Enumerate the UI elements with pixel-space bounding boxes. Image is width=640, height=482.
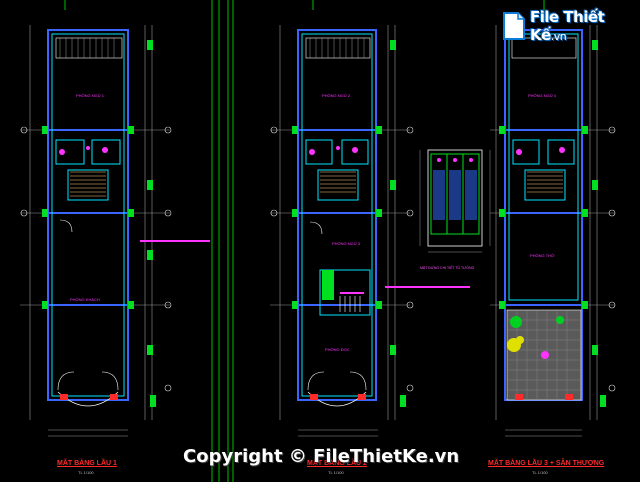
brand-suffix: .vn <box>550 30 567 43</box>
plan-scale-3: TL 1/100 <box>532 470 548 475</box>
plan-title-1: MẶT BẰNG LẦU 1 <box>57 460 117 467</box>
room-label-p1-bottom: PHÒNG KHÁCH <box>70 297 100 302</box>
brand-logo: File Thiết Kế.vn <box>500 8 618 44</box>
room-label-p2-mid: PHÒNG NGỦ 3 <box>332 241 361 246</box>
plan-scale-1: TL 1/100 <box>78 470 94 475</box>
copyright-watermark: Copyright © FileThietKe.vn <box>183 446 460 467</box>
floor-plan-1 <box>20 25 210 437</box>
room-label-p3-mid: PHÒNG THỜ <box>530 253 555 258</box>
room-label-p2-top: PHÒNG NGỦ 2 <box>322 93 351 98</box>
room-label-p2-bottom: PHÒNG ĐỌC <box>325 347 350 352</box>
plan-title-3: MẶT BẰNG LẦU 3 + SÂN THƯỢNG <box>488 460 605 467</box>
plan-title-2: MẶT BẰNG LẦU 2 <box>307 460 367 467</box>
room-label-p1-top: PHÒNG NGỦ 1 <box>76 93 105 98</box>
room-label-p3-top: PHÒNG NGỦ 4 <box>528 93 557 98</box>
guide-lines <box>64 0 545 482</box>
floor-plan-2 <box>270 25 470 437</box>
floor-plan-3 <box>490 25 616 437</box>
wardrobe-caption: MẶT ĐỨNG CHI TIẾT TỦ TƯỜNG <box>420 266 475 270</box>
wardrobe-detail <box>419 149 491 253</box>
brand-main: File Thiết Kế <box>530 8 605 44</box>
file-icon <box>500 11 528 41</box>
brand-logo-text: File Thiết Kế.vn <box>530 8 618 44</box>
plan-scale-2: TL 1/100 <box>328 470 344 475</box>
